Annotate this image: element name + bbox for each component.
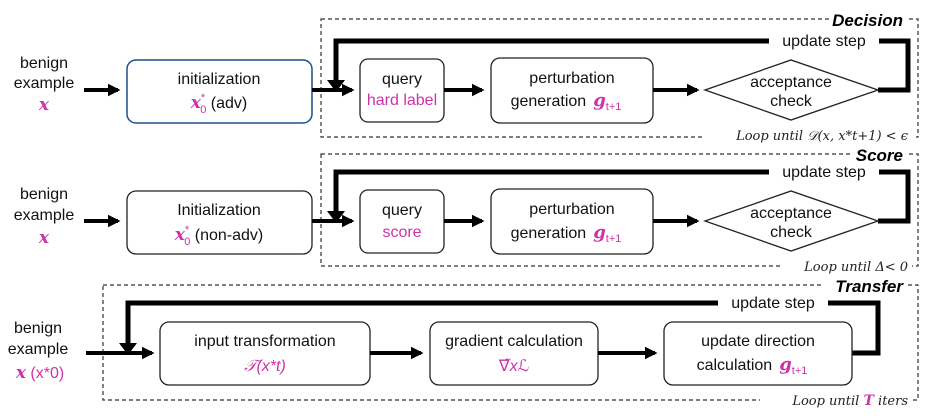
transfer-section: Transfer benign example x (x*0) update s… (8, 276, 919, 410)
decision-update-step: update step (782, 33, 866, 50)
decision-init-box (126, 59, 313, 124)
score-perturb-box (490, 188, 654, 255)
benign-label: benign (14, 320, 62, 337)
score-init-box (126, 190, 313, 255)
decision-update-loop (333, 38, 911, 93)
score-section: Score benign example x Initialization x*… (14, 145, 919, 276)
example-label: example (8, 341, 69, 358)
score-loop-frame (320, 153, 919, 267)
decision-check-label2: check (770, 93, 813, 110)
decision-query-box (359, 58, 445, 123)
decision-perturb-box (490, 57, 654, 124)
decision-perturb-label: perturbation (529, 70, 614, 87)
decision-init-math: x*0 (adv) (190, 92, 247, 116)
gradient-math: ∇̃xℒ (498, 358, 529, 375)
score-query-kind: score (382, 224, 421, 241)
gradient-box (429, 321, 599, 386)
score-update-step: update step (782, 164, 866, 181)
decision-check-diamond (703, 59, 880, 121)
score-init-math: x*0 (non-adv) (174, 224, 263, 248)
decision-section: Decision benign example x initialization… (14, 10, 919, 145)
input-transform-box (159, 321, 371, 386)
decision-title: Decision (832, 11, 903, 30)
transfer-title: Transfer (835, 277, 904, 296)
score-init-label: Initialization (177, 202, 261, 219)
update-direction-box (663, 321, 853, 386)
input-transform-math: 𝒯(x*t) (244, 358, 286, 375)
transfer-update-loop (125, 300, 881, 356)
decision-init-label: initialization (178, 71, 261, 88)
transfer-benign-x: x (x*0) (15, 363, 64, 383)
benign-label: benign (20, 186, 68, 203)
decision-query-label: query (382, 71, 422, 88)
decision-check-label1: acceptance (750, 74, 832, 91)
transfer-update-step: update step (731, 295, 815, 312)
score-title: Score (856, 146, 903, 165)
score-check-diamond (703, 190, 880, 252)
input-transform-label: input transformation (194, 333, 335, 350)
example-label: example (14, 75, 75, 92)
score-loop-condition: Loop until Δ< 0 (803, 260, 908, 275)
decision-query-kind: hard label (367, 92, 437, 109)
decision-loop-condition: Loop until 𝒟(x, x*t+1) < ϵ (735, 129, 909, 144)
score-query-box (359, 189, 445, 254)
score-update-loop (333, 169, 911, 224)
update-direction-label1: update direction (701, 333, 815, 350)
score-check-label1: acceptance (750, 205, 832, 222)
score-query-label: query (382, 202, 422, 219)
benign-x: x (38, 95, 50, 115)
gradient-label: gradient calculation (445, 333, 583, 350)
benign-label: benign (20, 55, 68, 72)
example-label: example (14, 207, 75, 224)
benign-x: x (38, 228, 50, 248)
score-check-label2: check (770, 224, 813, 241)
transfer-loop-condition: Loop until T iters (791, 393, 908, 409)
score-perturb-label: perturbation (529, 201, 614, 218)
transfer-loop-frame (102, 284, 919, 401)
